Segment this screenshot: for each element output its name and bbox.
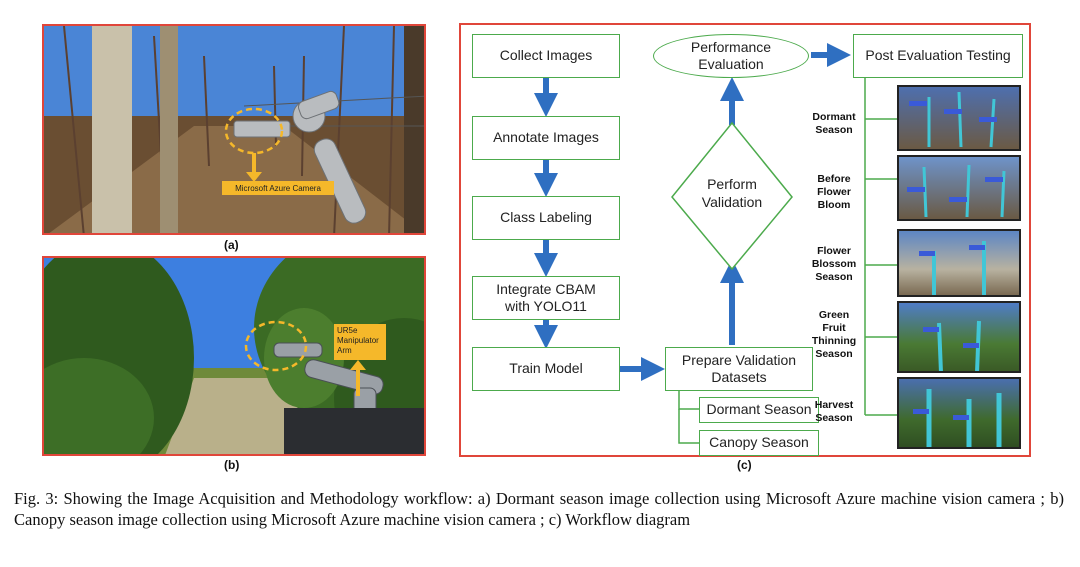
thumbnail-harvest-detection [897,377,1021,449]
camera-callout-label: Microsoft Azure Camera [235,183,321,193]
dormant-orchard-illustration [44,26,424,233]
thumbnail-before-flower-bloom-detection [897,155,1021,221]
prepare-validation-datasets-node: Prepare Validation Datasets [665,347,813,391]
performance-evaluation-node: Performance Evaluation [653,34,809,78]
season-label-dormant: Dormant Season [812,111,856,137]
dormant-season-dataset-node: Dormant Season [699,397,819,423]
season-label-before-flower-bloom: Before Flower Bloom [817,173,851,212]
canopy-season-dataset-node: Canopy Season [699,430,819,456]
photo-dormant-season: Microsoft Azure Camera [42,24,426,235]
manipulator-callout-box: UR5e Manipulator Arm [334,324,386,360]
thumbnail-green-fruit-thinning-detection [897,301,1021,373]
photo-canopy-season: UR5e Manipulator Arm [42,256,426,456]
season-label-harvest: Harvest Season [814,399,854,425]
panel-b-label: (b) [224,458,240,472]
class-labeling-node: Class Labeling [472,196,620,240]
panel-c-label: (c) [737,458,752,472]
collect-images-node: Collect Images [472,34,620,78]
panel-a-label: (a) [224,238,239,252]
season-label-green-fruit-thinning: Green Fruit Thinning Season [811,309,857,361]
thumbnail-dormant-detection [897,85,1021,151]
perform-validation-node: Perform Validation [701,176,763,211]
train-model-node: Train Model [472,347,620,391]
season-label-flower-blossom: Flower Blossom Season [811,245,857,284]
workflow-connectors [534,43,897,444]
integrate-cbam-yolo-node: Integrate CBAM with YOLO11 [472,276,620,320]
workflow-diagram: Collect Images Annotate Images Class Lab… [459,23,1031,457]
camera-callout-box: Microsoft Azure Camera [222,181,334,195]
figure-caption: Fig. 3: Showing the Image Acquisition an… [14,489,1064,529]
annotate-images-node: Annotate Images [472,116,620,160]
manipulator-callout-label: UR5e Manipulator Arm [337,326,379,355]
thumbnail-flower-blossom-detection [897,229,1021,297]
post-evaluation-testing-node: Post Evaluation Testing [853,34,1023,78]
